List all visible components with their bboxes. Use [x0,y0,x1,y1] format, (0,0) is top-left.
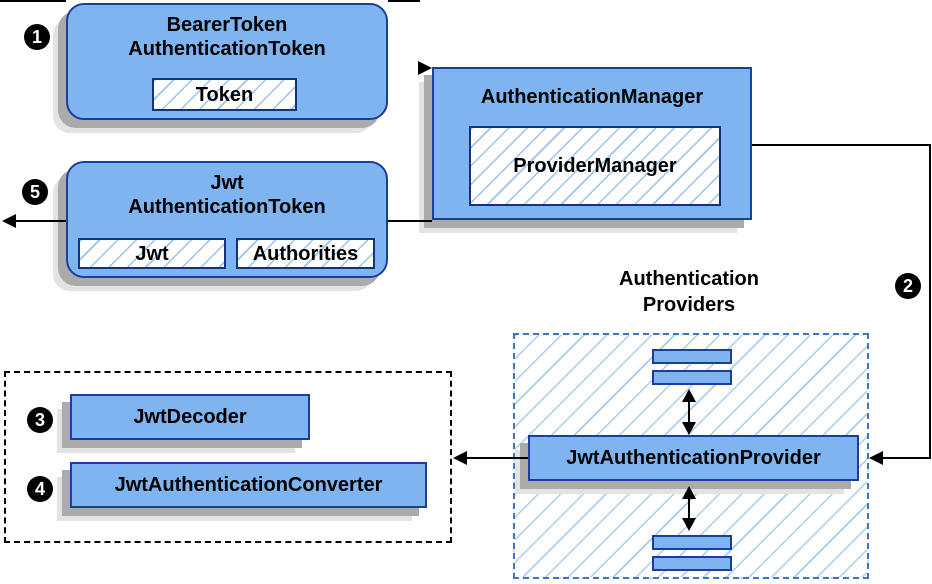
double-arrow-bottom-down-arrowhead-icon [682,518,696,531]
authentication-providers-label-line1: Authentication [619,268,759,290]
jwt-decoder-label: JwtDecoder [133,406,247,428]
manager-to-provider-line-bottom [880,457,930,459]
bearer-token-node-title: BearerToken AuthenticationToken [68,13,386,61]
bearer-token-title-line2: AuthenticationToken [128,38,326,60]
provider-manager-box: ProviderManager [469,126,721,206]
step-badge-5: 5 [22,179,48,205]
outgoing-result-line [14,220,66,222]
jwt-token-node-title: Jwt AuthenticationToken [68,171,386,219]
step-badge-4: 4 [27,476,53,502]
incoming-request-line [0,0,66,2]
jwt-field-box: Jwt [78,238,226,269]
jwt-token-title-line2: AuthenticationToken [128,196,326,218]
token-field-label: Token [195,83,254,106]
jwt-authentication-converter-label: JwtAuthenticationConverter [114,474,383,496]
other-provider-placeholder-bottom-2 [652,556,732,571]
manager-to-provider-line-vertical [929,144,931,459]
manager-to-provider-arrowhead-icon [869,451,883,465]
double-arrow-bottom-up-arrowhead-icon [682,486,696,499]
bearer-token-title-line1: BearerToken [166,14,288,36]
authentication-manager-title: AuthenticationManager [480,86,704,108]
step-badge-2: 2 [895,273,921,299]
other-provider-placeholder-top-2 [652,370,732,385]
manager-to-jwt-token-line [388,220,432,222]
other-provider-placeholder-bottom-1 [652,535,732,550]
jwt-authentication-provider-node: JwtAuthenticationProvider [528,435,859,481]
jwt-decoder-node: JwtDecoder [70,394,310,440]
authentication-providers-label: Authentication Providers [589,266,789,318]
provider-to-decoder-line [465,457,528,459]
bearer-to-manager-arrowhead-icon [418,61,432,75]
provider-manager-label: ProviderManager [513,155,677,177]
authorities-field-label: Authorities [252,242,359,265]
double-arrow-top-line [688,399,690,424]
provider-to-decoder-arrowhead-icon [453,451,467,465]
jwt-authentication-converter-node: JwtAuthenticationConverter [70,462,427,508]
token-field-box: Token [152,78,297,111]
authentication-providers-label-line2: Providers [642,294,736,316]
jwt-token-title-line1: Jwt [210,172,244,194]
bearer-to-manager-line [388,0,420,2]
double-arrow-bottom-line [688,496,690,520]
double-arrow-top-up-arrowhead-icon [682,389,696,402]
jwt-authentication-provider-label: JwtAuthenticationProvider [566,447,821,469]
double-arrow-top-down-arrowhead-icon [682,422,696,435]
jwt-field-label: Jwt [135,242,169,265]
step-badge-1: 1 [24,24,50,50]
step-badge-3: 3 [27,407,53,433]
authorities-field-box: Authorities [236,238,375,269]
other-provider-placeholder-top-1 [652,349,732,364]
outgoing-result-arrowhead-icon [2,214,16,228]
decoder-converter-group [4,371,452,543]
manager-to-provider-line-horizontal [752,144,930,146]
